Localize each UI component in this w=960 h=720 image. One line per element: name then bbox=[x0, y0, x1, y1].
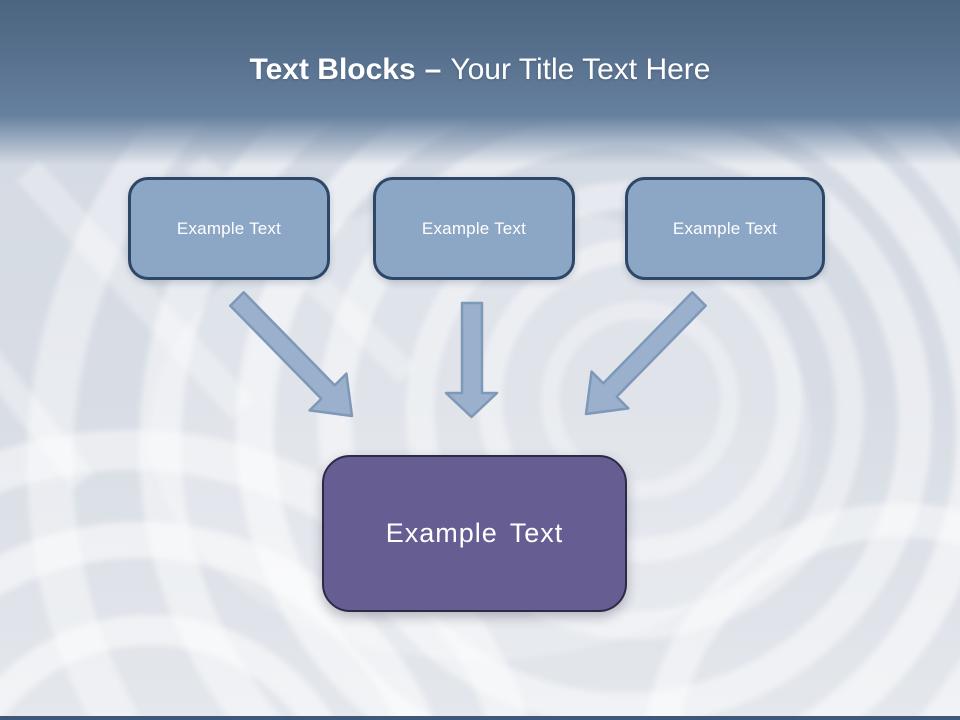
text-block-3: Example Text bbox=[625, 177, 825, 280]
center-text-block-label: Example Text bbox=[385, 518, 564, 548]
text-block-1: Example Text bbox=[128, 177, 330, 280]
text-block-1-label: Example Text bbox=[176, 218, 282, 238]
text-block-2-label: Example Text bbox=[421, 218, 527, 238]
arrow-down-icon bbox=[444, 301, 499, 419]
page-title: Text Blocks–Your Title Text Here bbox=[0, 52, 960, 88]
title-separator: – bbox=[424, 53, 442, 86]
header-band bbox=[0, 0, 960, 170]
text-block-2: Example Text bbox=[373, 177, 575, 280]
title-regular-text: Your Title Text Here bbox=[450, 53, 711, 86]
title-bold-text: Text Blocks bbox=[249, 53, 416, 86]
arrow-down-right-icon bbox=[229, 291, 354, 418]
arrow-down-left-icon bbox=[584, 291, 707, 416]
center-text-block: Example Text bbox=[322, 455, 627, 612]
text-block-3-label: Example Text bbox=[672, 218, 778, 238]
footer-accent-bar bbox=[0, 716, 960, 720]
